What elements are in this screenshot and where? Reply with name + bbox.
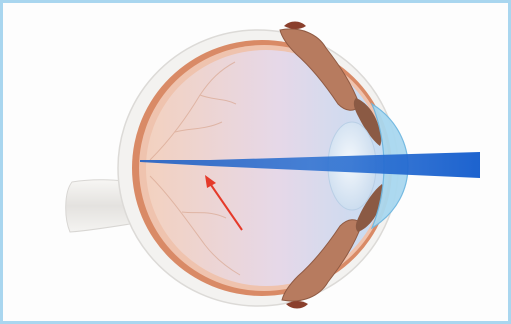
upper-muscle xyxy=(284,22,306,30)
